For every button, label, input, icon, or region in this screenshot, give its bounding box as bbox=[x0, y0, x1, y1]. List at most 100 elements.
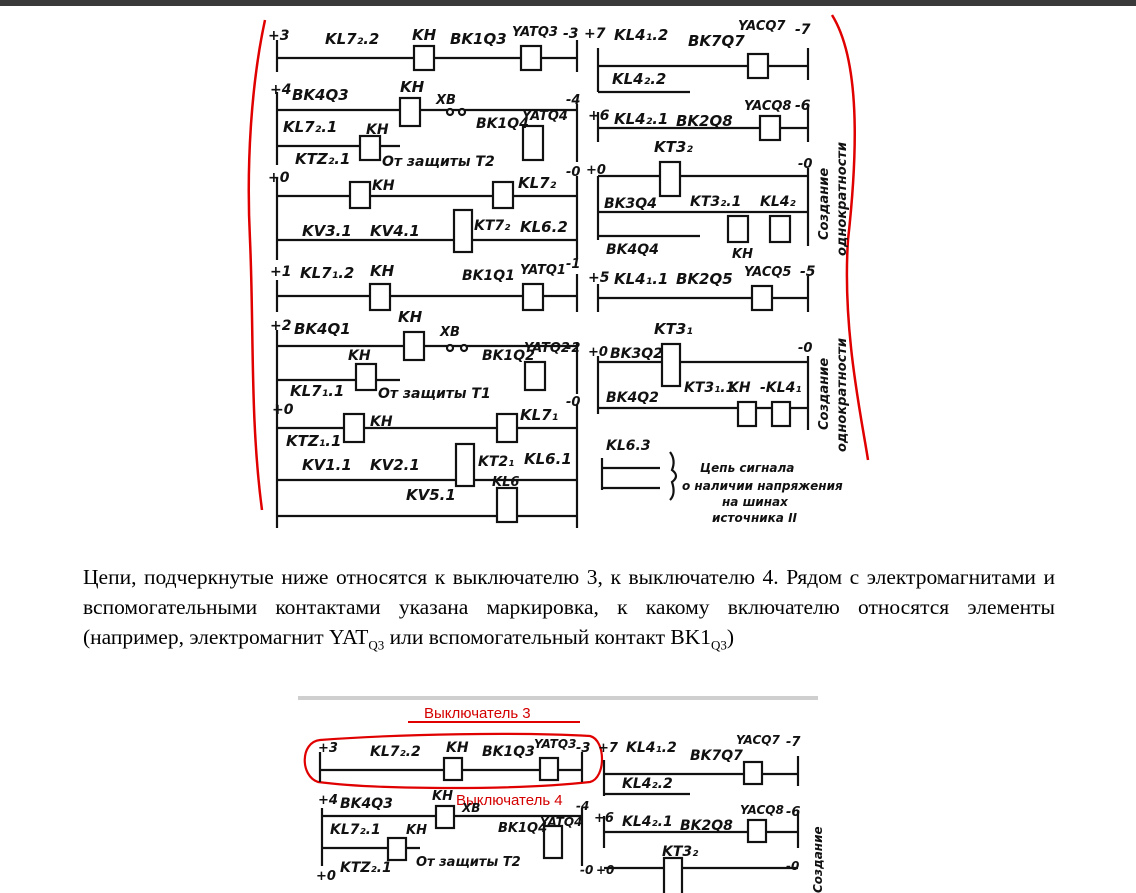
label-bk7q7: BK7Q7 bbox=[688, 32, 745, 50]
label-bk4q3: BK4Q3 bbox=[292, 86, 349, 104]
label-kt3-2-1: KT3₂.1 bbox=[690, 194, 741, 210]
b-label-minus3: -3 bbox=[576, 741, 590, 756]
label-bk4q1: BK4Q1 bbox=[294, 320, 351, 338]
paragraph-subscript-2: Q3 bbox=[711, 637, 727, 653]
label-kl6-2: KL6.2 bbox=[520, 218, 568, 236]
label-bk2q5: BK2Q5 bbox=[676, 270, 733, 288]
label-yatq1: YATQ1 bbox=[520, 263, 566, 278]
label-kl4-2: KL4₂ bbox=[760, 194, 797, 210]
b-label-kh-2: KH bbox=[432, 789, 453, 804]
label-kt7-2: KT7₂ bbox=[474, 218, 511, 234]
label-minus0-6: -0 bbox=[566, 395, 580, 410]
label-bk1q2: BK1Q2 bbox=[482, 348, 535, 364]
label-kv4-1: KV4.1 bbox=[370, 222, 420, 240]
label-minus2: -2 bbox=[566, 341, 580, 356]
paragraph-subscript-1: Q3 bbox=[368, 637, 385, 653]
label-minus5: -5 bbox=[800, 264, 816, 280]
b-label-kl7-2-1: KL7₂.1 bbox=[330, 822, 381, 838]
label-signal-line-3: на шинах bbox=[722, 495, 789, 509]
relay-scheme-figure-bottom: Выключатель 3 +3 KL7₂.2 KH BK1Q3 YATQ3 -… bbox=[298, 696, 825, 893]
label-ot-zashchity-t1: От защиты Т1 bbox=[378, 386, 491, 402]
label-plus2: +2 bbox=[270, 318, 291, 334]
label-kl6: KL6 bbox=[492, 475, 519, 490]
label-kv5-1: KV5.1 bbox=[406, 486, 456, 504]
b-label-plus7: +7 bbox=[598, 741, 619, 756]
label-bk1q1: BK1Q1 bbox=[462, 268, 515, 284]
paragraph-part-1: Цепи, подчеркнутые ниже относятся к выкл… bbox=[83, 565, 1055, 649]
b-label-minus4: -4 bbox=[576, 799, 589, 813]
b-label-bk7q7: BK7Q7 bbox=[690, 748, 743, 764]
b-label-bk1q3: BK1Q3 bbox=[482, 744, 535, 760]
label-kl7-2-1: KL7₂.1 bbox=[283, 118, 337, 136]
label-plus5: +5 bbox=[588, 270, 610, 286]
label-kh: KH bbox=[412, 26, 437, 44]
label-kh-r3: KH bbox=[732, 247, 753, 262]
label-kt3-1: KT3₁ bbox=[654, 320, 693, 338]
b-label-ot-zashchity-t2: От защиты Т2 bbox=[416, 855, 521, 870]
label-kh-6: KH bbox=[398, 308, 423, 326]
b-label-yacq7: YACQ7 bbox=[736, 733, 780, 747]
label-minus4: -4 bbox=[566, 93, 580, 108]
label-minus0-r5: -0 bbox=[798, 341, 812, 356]
label-signal-line-2: о наличии напряжения bbox=[682, 479, 843, 493]
label-kl4-1: -KL4₁ bbox=[760, 380, 801, 396]
label-minus1: -1 bbox=[566, 257, 580, 272]
label-plus3: +3 bbox=[268, 28, 289, 44]
label-plus6: +6 bbox=[588, 108, 610, 124]
b-label-xb: XB bbox=[461, 801, 480, 815]
label-kl7-1-1: KL7₁.1 bbox=[290, 382, 344, 400]
paragraph-part-3: ) bbox=[726, 625, 735, 649]
label-kh-5: KH bbox=[370, 262, 395, 280]
b-label-kt3-2: KT3₂ bbox=[662, 844, 699, 860]
label-side-2: однократности bbox=[835, 142, 850, 256]
label-kl7-2: KL7₂ bbox=[518, 174, 557, 192]
label-yacq8: YACQ8 bbox=[744, 99, 791, 114]
label-plus0-r5: +0 bbox=[588, 345, 608, 360]
label-bk4q2: BK4Q2 bbox=[606, 390, 659, 406]
relay-scheme-figure-top: +3 KL7₂.2 KH BK1Q3 YATQ3 -3 +7 KL4₁.2 BK… bbox=[247, 14, 870, 528]
label-kl7-1-2: KL7₁.2 bbox=[300, 264, 354, 282]
label-kt3-2: KT3₂ bbox=[654, 138, 693, 156]
label-kh-7: KH bbox=[348, 348, 371, 364]
label-plus4: +4 bbox=[270, 82, 291, 98]
window-top-bar bbox=[0, 0, 1136, 6]
label-bk3q4: BK3Q4 bbox=[604, 196, 657, 212]
label-minus0-r: -0 bbox=[798, 157, 812, 172]
b-label-ktz2-1: KTZ₂.1 bbox=[340, 860, 392, 876]
label-kh-r5: KH bbox=[728, 380, 751, 396]
label-ktz2-1: KTZ₂.1 bbox=[295, 150, 350, 168]
label-kt2-1: KT2₁ bbox=[478, 454, 514, 470]
label-kh-4: KH bbox=[372, 178, 395, 194]
label-kl4-2-1: KL4₂.1 bbox=[614, 110, 668, 128]
label-signal-line-1: Цепь сигнала bbox=[700, 461, 794, 475]
b-label-minus6: -6 bbox=[786, 805, 800, 820]
label-plus0: +0 bbox=[268, 170, 290, 186]
b-label-plus3: +3 bbox=[318, 741, 338, 756]
label-xb: XB bbox=[435, 93, 456, 108]
label-bk3q2: BK3Q2 bbox=[610, 346, 663, 362]
explanation-paragraph: Цепи, подчеркнутые ниже относятся к выкл… bbox=[83, 562, 1055, 660]
b-label-side: Создание bbox=[811, 826, 825, 893]
b-label-minus7: -7 bbox=[786, 735, 801, 750]
label-kl7-2-2: KL7₂.2 bbox=[325, 30, 379, 48]
label-kt3-1-1: KT3₁.1 bbox=[684, 380, 735, 396]
label-side-4: однократности bbox=[835, 338, 850, 452]
b-label-kh-3: KH bbox=[406, 823, 427, 838]
annotation-breaker-4: Выключатель 4 bbox=[456, 792, 563, 809]
label-bk4q4: BK4Q4 bbox=[606, 242, 659, 258]
label-yatq2: YATQ2 bbox=[524, 341, 570, 356]
label-side-3: Создание bbox=[817, 358, 832, 430]
label-minus6: -6 bbox=[795, 98, 811, 114]
b-label-plus4: +4 bbox=[318, 793, 338, 808]
b-label-plus0: +0 bbox=[316, 869, 336, 884]
b-label-kl7-2-2: KL7₂.2 bbox=[370, 744, 421, 760]
label-plus1: +1 bbox=[270, 264, 291, 280]
red-bracket-left bbox=[247, 19, 267, 511]
b-label-bk2q8: BK2Q8 bbox=[680, 818, 733, 834]
label-kl6-1: KL6.1 bbox=[524, 450, 572, 468]
label-plus0-r: +0 bbox=[586, 163, 606, 178]
label-kl4-1-2: KL4₁.2 bbox=[614, 26, 668, 44]
label-kh-3: KH bbox=[366, 122, 389, 138]
b-label-kl4-2-2: KL4₂.2 bbox=[622, 776, 673, 792]
label-plus0-6: +0 bbox=[272, 402, 294, 418]
